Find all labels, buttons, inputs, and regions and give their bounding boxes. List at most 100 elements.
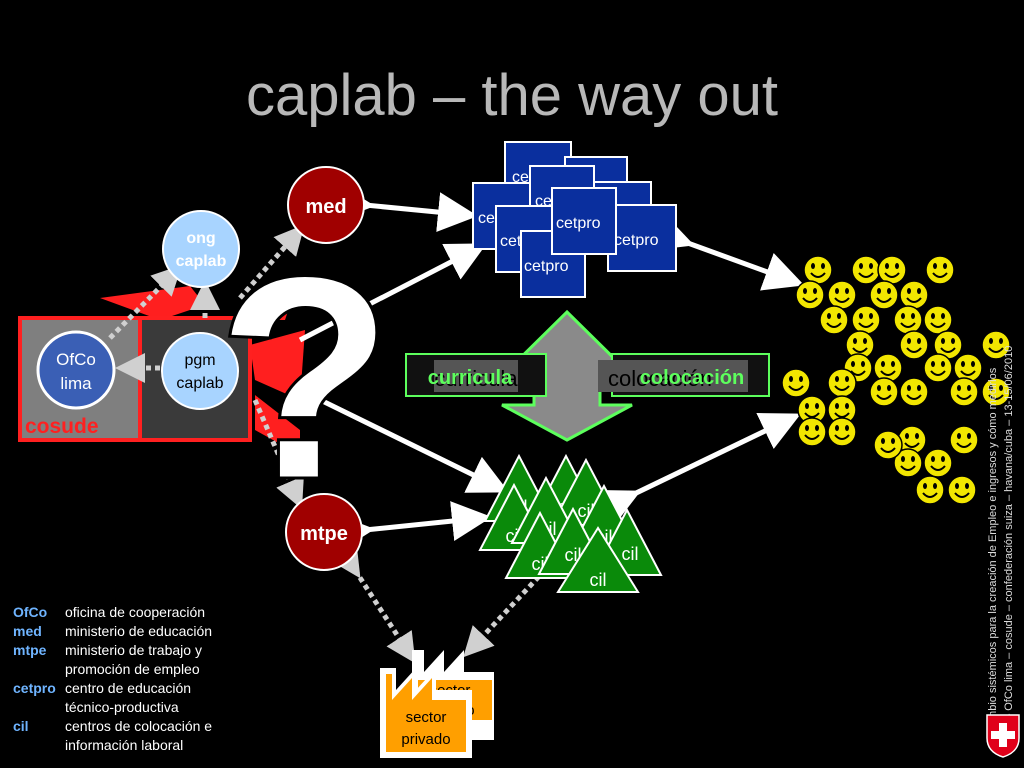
smiley-icon <box>953 353 983 383</box>
legend-abbr: med <box>13 623 42 639</box>
smiley-icon <box>877 255 907 285</box>
sector-front-line2: privado <box>401 731 450 748</box>
sector-front-line1: sector <box>406 709 447 726</box>
legend-desc: ministerio de educación <box>65 623 213 639</box>
smiley-icon <box>981 377 1011 407</box>
smiley-icon <box>869 377 899 407</box>
pgm-label: pgm <box>184 352 215 369</box>
legend-item-continued: promoción de empleo <box>13 660 265 679</box>
legend-item: OfCo oficina de cooperación <box>13 603 265 622</box>
legend-item: cil centros de colocación e <box>13 717 265 736</box>
legend-item: cetpro centro de educación <box>13 679 265 698</box>
smiley-icon <box>827 280 857 310</box>
svg-text:cetpro: cetpro <box>524 258 569 275</box>
smiley-icon <box>819 305 849 335</box>
smiley-icon <box>933 330 963 360</box>
legend-desc: ministerio de trabajo y <box>65 642 202 658</box>
pgm-caplab-node: pgm caplab <box>161 332 239 410</box>
svg-text:cetpro: cetpro <box>556 215 601 232</box>
side-credit: Cambio sistémicos para la creación de Em… <box>987 248 1021 734</box>
smiley-icon <box>893 448 923 478</box>
cetpro-card: cetpro <box>551 187 617 255</box>
smiley-crowd <box>781 255 1011 505</box>
smiley-icon <box>781 368 811 398</box>
med-node: med <box>287 166 365 244</box>
question-mark: ? <box>216 216 393 540</box>
legend-desc: información laboral <box>65 737 184 753</box>
lima-label: lima <box>60 374 92 393</box>
swiss-flag-icon <box>986 714 1020 758</box>
smiley-icon <box>797 395 827 425</box>
smiley-icon <box>803 255 833 285</box>
credit-line-2: fjc – OfCo lima – cosude – confederación… <box>1003 345 1015 734</box>
mtpe-node: mtpe <box>285 493 363 571</box>
smiley-icon <box>923 305 953 335</box>
ofco-lima-node: OfCo lima <box>36 330 116 410</box>
smiley-icon <box>869 280 899 310</box>
legend-desc: centro de educación <box>65 680 192 696</box>
cosude-label: cosude <box>25 415 99 438</box>
legend-abbr: cetpro <box>13 680 56 696</box>
sector-privado-front: sector privado <box>380 668 472 758</box>
smiley-icon <box>873 353 903 383</box>
smiley-icon <box>899 377 929 407</box>
dotted-arrows <box>108 224 570 664</box>
legend-item-continued: técnico-productiva <box>13 698 265 717</box>
smiley-icon <box>795 280 825 310</box>
ofco-label: OfCo <box>56 350 96 369</box>
smiley-icon <box>899 330 929 360</box>
legend-item: med ministerio de educación <box>13 622 265 641</box>
legend: OfCo oficina de cooperación med minister… <box>13 603 265 755</box>
smiley-icon <box>893 305 923 335</box>
smiley-icon <box>915 475 945 505</box>
med-label: med <box>305 196 346 218</box>
legend-desc: oficina de cooperación <box>65 604 206 620</box>
ong-caplab-label: caplab <box>176 253 227 270</box>
ong-label: ong <box>186 230 215 247</box>
legend-item-continued: información laboral <box>13 736 265 755</box>
pgm-caplab-label: caplab <box>176 375 223 392</box>
cetpro-cards: cetpro cetpro cetpro cetpro cetpro cetpr… <box>472 141 677 298</box>
legend-abbr: OfCo <box>13 604 48 620</box>
smiley-icon <box>923 448 953 478</box>
smiley-icon <box>827 417 857 447</box>
colocacion-gray-label: colocación <box>608 366 712 391</box>
legend-abbr: mtpe <box>13 642 47 658</box>
legend-item: mtpe ministerio de trabajo y <box>13 641 265 660</box>
smiley-icon <box>851 305 881 335</box>
legend-desc: técnico-productiva <box>65 699 179 715</box>
cil-triangle: cil <box>556 526 640 593</box>
smiley-icon <box>827 395 857 425</box>
svg-text:cetpro: cetpro <box>614 232 659 249</box>
smiley-icon <box>925 255 955 285</box>
smiley-icon <box>797 417 827 447</box>
credit-line-1: Cambio sistémicos para la creación de Em… <box>987 367 999 734</box>
colocacion-green-label: colocación <box>640 367 744 389</box>
legend-desc: promoción de empleo <box>65 661 200 677</box>
mtpe-label: mtpe <box>300 523 348 545</box>
cil-triangles: cil cil cil cil cil cil cil cil cil cil <box>478 453 663 593</box>
cetpro-card: cetpro <box>607 204 677 272</box>
legend-abbr: cil <box>13 718 29 734</box>
smiley-icon <box>899 280 929 310</box>
smiley-icon <box>827 368 857 398</box>
smiley-icon <box>981 330 1011 360</box>
smiley-icon <box>873 430 903 460</box>
curricula-green-label: curricula <box>428 367 513 389</box>
curricula-gray-label: curricula <box>434 366 518 391</box>
legend-desc: centros de colocación e <box>65 718 213 734</box>
connector-arrows <box>298 182 805 553</box>
slide-title: caplab – the way out <box>245 63 779 128</box>
smiley-icon <box>923 353 953 383</box>
smiley-icon <box>949 425 979 455</box>
smiley-icon <box>947 475 977 505</box>
svg-text:cil: cil <box>622 544 639 564</box>
center-double-arrow: curricula curricula colocación colocació… <box>405 309 770 442</box>
svg-text:cil: cil <box>590 570 607 590</box>
smiley-icon <box>949 377 979 407</box>
smiley-icon <box>851 255 881 285</box>
smiley-icon <box>845 330 875 360</box>
ong-caplab-node: ong caplab <box>162 210 240 288</box>
